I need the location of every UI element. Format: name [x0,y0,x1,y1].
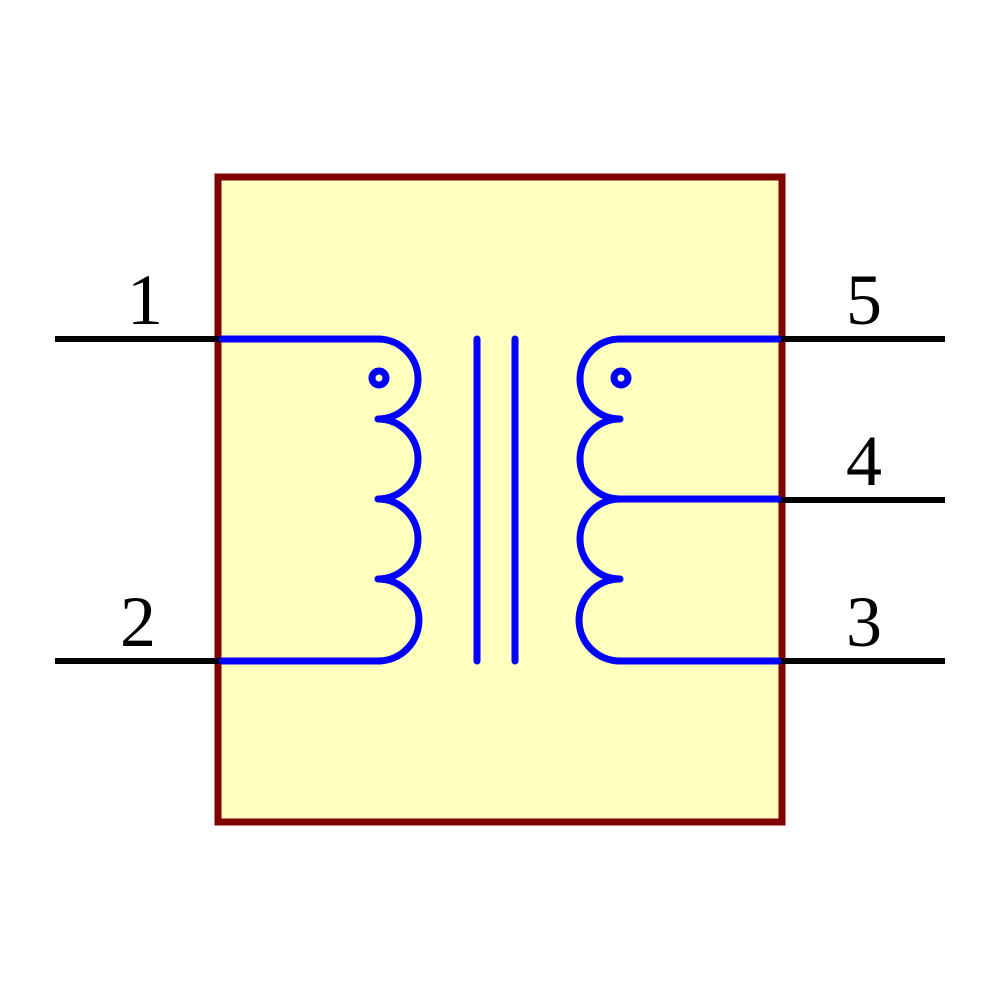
pin-2-label: 2 [120,582,156,662]
pin-4-label: 4 [846,421,882,501]
pin-3-label: 3 [846,582,882,662]
pin-5-label: 5 [846,260,882,340]
primary-winding [218,335,423,665]
pin-1-label: 1 [127,260,163,340]
primary-polarity-dot [368,367,390,389]
secondary-polarity-dot [610,367,632,389]
